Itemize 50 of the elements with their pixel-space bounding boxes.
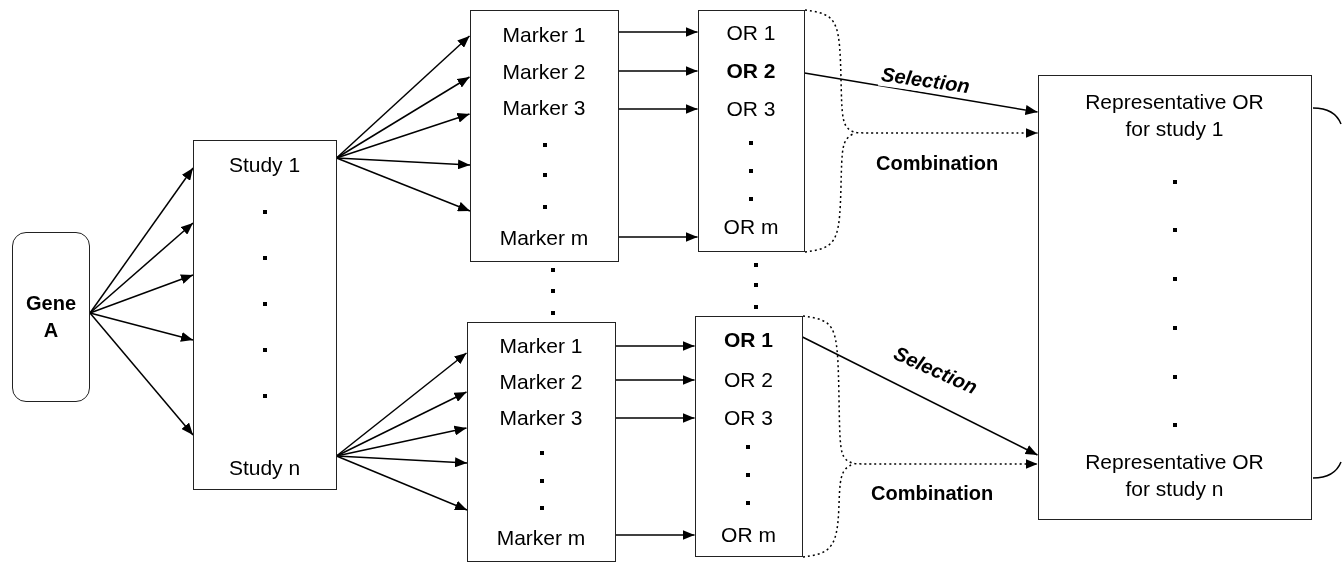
arrow [617,104,699,114]
arrow [335,391,468,457]
odds-ratio-label: OR 3 [697,93,805,124]
odds-ratio-label: OR 2 [697,55,805,86]
arrow [614,375,696,385]
study-label: Study 1 [192,149,337,180]
marker-label: Marker 2 [466,366,616,397]
odds-ratio-label: OR 1 [694,324,803,355]
arrow [614,530,696,540]
study-label: Study n [192,451,337,484]
arrow [803,72,1039,115]
arrow [89,274,194,314]
arrow [335,157,471,212]
arrow [335,35,471,159]
study-list-box [193,140,337,490]
marker-label: Marker 3 [466,402,616,433]
dotted-arrow [804,9,1039,138]
marker-label: Marker 1 [469,19,619,50]
odds-ratio-label: OR 3 [694,402,803,433]
arrow [617,27,699,37]
arrow [89,167,194,314]
representative-or-label: Representative OR for study n [1037,439,1312,510]
arrow [89,312,194,342]
arrow [617,232,699,242]
gene-box: Gene A [12,232,90,402]
arrow [614,341,696,351]
odds-ratio-list-box [695,316,803,557]
arrow [801,336,1039,456]
arrow [89,312,194,436]
dotted-arrow [802,315,1039,469]
odds-ratio-label: OR m [694,519,803,550]
odds-ratio-list-box [698,10,805,252]
arrow [335,352,468,457]
representative-or-box [1038,75,1312,520]
marker-list-box [467,322,616,562]
marker-label: Marker m [469,221,619,254]
marker-list-box [470,10,619,262]
odds-ratio-label: OR m [697,211,805,242]
arrow [614,413,696,423]
marker-label: Marker 2 [469,56,619,87]
odds-ratio-label: OR 2 [694,364,803,395]
arrow [335,76,471,159]
odds-ratio-label: OR 1 [697,17,805,48]
arrow [89,222,194,314]
arrow [335,455,468,511]
representative-or-label: Representative OR for study 1 [1037,84,1312,145]
marker-label: Marker 3 [469,92,619,123]
marker-label: Marker m [466,521,616,554]
marker-label: Marker 1 [466,330,616,361]
arrow [617,66,699,76]
